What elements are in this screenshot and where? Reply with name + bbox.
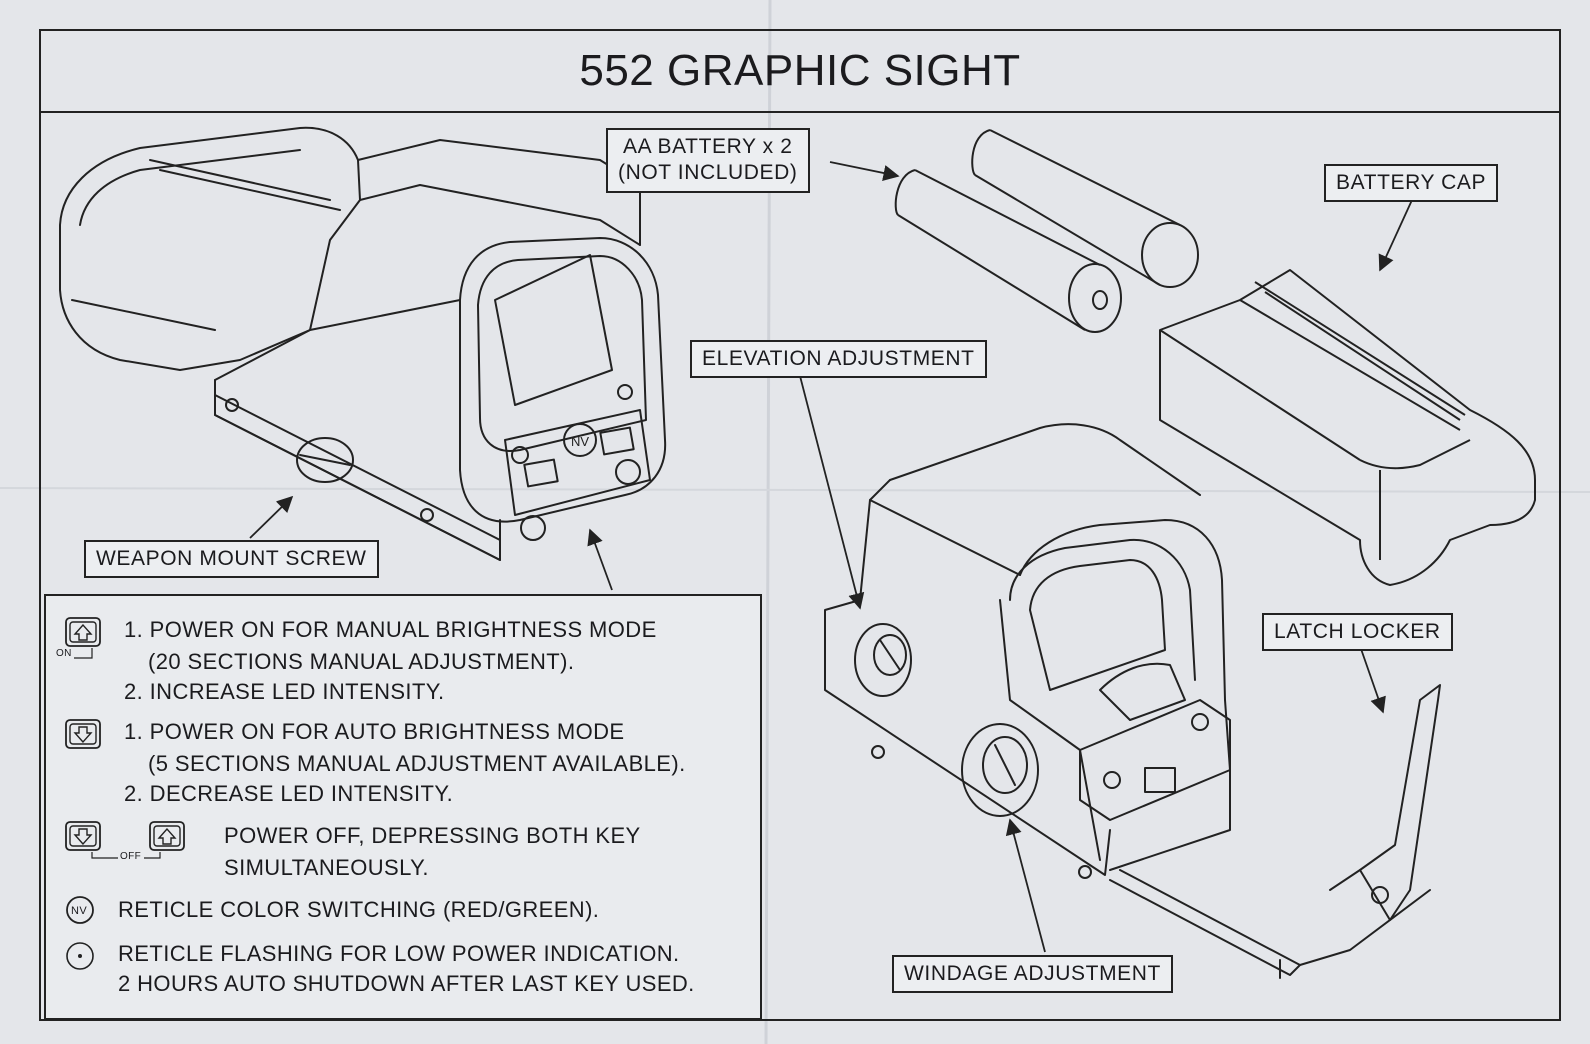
nv-tag: NV <box>71 905 88 917</box>
both-keys-icon <box>65 821 185 859</box>
legend-nv-line1: RETICLE COLOR SWITCHING (RED/GREEN). <box>118 897 600 922</box>
legend-down-line2: (5 SECTIONS MANUAL ADJUSTMENT AVAILABLE)… <box>148 751 686 776</box>
battery-label-line2: (NOT INCLUDED) <box>618 161 798 185</box>
elevation-adjustment-label: ELEVATION ADJUSTMENT <box>690 340 987 379</box>
outer-frame <box>39 29 1561 1021</box>
battery-cap <box>1159 269 1536 586</box>
battery-cap-label: BATTERY CAP <box>1324 164 1499 203</box>
latch-locker-label: LATCH LOCKER <box>1262 613 1453 652</box>
svg-text:NV: NV <box>571 434 589 449</box>
button-legend: ON 1. POWER ON FOR MANUAL BRIGHTNESS MOD… <box>44 594 762 1020</box>
legend-both-line1: POWER OFF, DEPRESSING BOTH KEY <box>224 823 641 848</box>
page-title: 552 GRAPHIC SIGHT <box>579 46 1021 95</box>
leader-arrows <box>249 161 1413 953</box>
nv-button-icon <box>66 896 94 924</box>
weapon-mount-screw-label: WEAPON MOUNT SCREW <box>84 540 379 579</box>
up-arrow-key-icon <box>65 617 101 659</box>
legend-flash-line1: RETICLE FLASHING FOR LOW POWER INDICATIO… <box>118 941 680 966</box>
sight-rear-view: NV <box>59 126 667 561</box>
battery-label: AA BATTERY x 2 (NOT INCLUDED) <box>606 128 810 193</box>
off-tag: OFF <box>120 851 142 862</box>
legend-flash-line2: 2 HOURS AUTO SHUTDOWN AFTER LAST KEY USE… <box>118 971 695 996</box>
legend-both-line2: SIMULTANEOUSLY. <box>224 855 429 880</box>
legend-up-line1: 1. POWER ON FOR MANUAL BRIGHTNESS MODE <box>124 617 657 642</box>
batteries <box>894 129 1199 333</box>
down-arrow-key-icon <box>65 719 101 749</box>
legend-down-line1: 1. POWER ON FOR AUTO BRIGHTNESS MODE <box>124 719 625 744</box>
battery-label-line1: AA BATTERY x 2 <box>623 135 793 158</box>
reticle-dot-icon <box>66 942 94 970</box>
on-tag: ON <box>56 648 72 659</box>
legend-down-line3: 2. DECREASE LED INTENSITY. <box>124 781 454 806</box>
legend-up-line2: (20 SECTIONS MANUAL ADJUSTMENT). <box>148 649 575 674</box>
legend-up-line3: 2. INCREASE LED INTENSITY. <box>124 679 445 704</box>
sight-front-view <box>824 423 1441 979</box>
windage-adjustment-label: WINDAGE ADJUSTMENT <box>892 955 1173 994</box>
